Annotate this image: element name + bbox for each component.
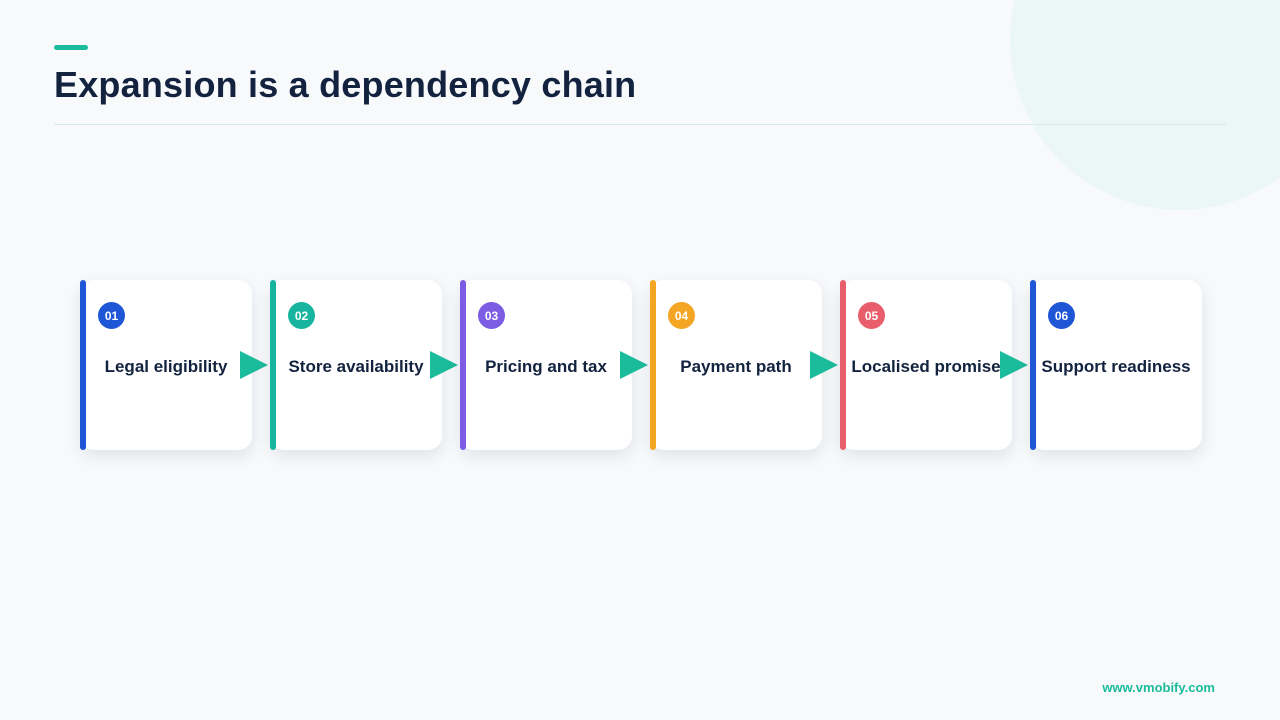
- step-stripe: [840, 280, 846, 450]
- step-stripe: [1030, 280, 1036, 450]
- decorative-circle: [1010, 0, 1280, 210]
- step-label: Legal eligibility: [104, 357, 228, 376]
- step-label: Store availability: [288, 357, 424, 376]
- page-title: Expansion is a dependency chain: [54, 64, 637, 105]
- step-number-badge: 03: [478, 302, 505, 329]
- title-divider: [54, 124, 1226, 125]
- arrow-right-icon: [430, 351, 458, 379]
- arrow-right-icon: [810, 351, 838, 379]
- step-stripe: [80, 280, 86, 450]
- step-number-badge: 06: [1048, 302, 1075, 329]
- step-number-badge: 04: [668, 302, 695, 329]
- step-number-badge: 02: [288, 302, 315, 329]
- step-label: Localised promise: [851, 357, 1001, 376]
- step-stripe: [650, 280, 656, 450]
- title-accent-bar: [54, 45, 88, 50]
- step-stripe: [270, 280, 276, 450]
- step-number-badge: 01: [98, 302, 125, 329]
- step-label: Payment path: [680, 357, 792, 376]
- step-label: Pricing and tax: [485, 357, 607, 376]
- step-number-badge: 05: [858, 302, 885, 329]
- arrow-right-icon: [620, 351, 648, 379]
- footer-url: www.vmobify.com: [1102, 680, 1215, 695]
- arrow-right-icon: [1000, 351, 1028, 379]
- arrow-right-icon: [240, 351, 268, 379]
- step-label: Support readiness: [1041, 357, 1191, 376]
- step-stripe: [460, 280, 466, 450]
